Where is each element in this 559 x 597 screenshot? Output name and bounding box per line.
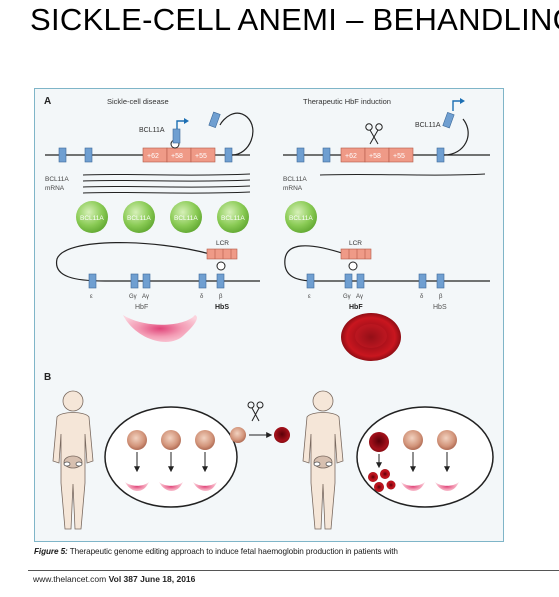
figure-caption-label: Figure 5:: [34, 547, 68, 556]
right-bcl11a-protein: BCL11A: [285, 201, 317, 233]
left-mrna-transcripts: [82, 173, 251, 194]
left-hbs-label: HbS: [215, 304, 229, 311]
scissors-icon: [247, 401, 264, 422]
slide-title: SICKLE-CELL ANEMI – BEHANDLING: [30, 2, 559, 37]
figure-caption-text: Therapeutic genome editing approach to i…: [67, 547, 398, 556]
source-footer: www.thelancet.com Vol 387 June 18, 2016: [33, 574, 195, 584]
left-mrna-label-2: mRNA: [45, 185, 65, 192]
right-globin-locus: LCR ε Gγ Aγ δ β HbF HbS: [284, 240, 490, 311]
right-mrna-label-1: BCL11A: [283, 176, 307, 183]
left-gene-label: BCL11A: [139, 127, 165, 134]
right-enhancer-62-label: +62: [345, 153, 357, 160]
left-lcr-label: LCR: [216, 240, 229, 247]
right-gene-label: BCL11A: [415, 122, 441, 129]
red-blood-cell-icon: [341, 313, 401, 361]
protein-label: BCL11A: [221, 215, 245, 222]
human-figure-icon: [302, 390, 344, 530]
right-hbf-label: HbF: [349, 304, 363, 311]
gene-g-gamma: Gγ: [129, 294, 137, 300]
left-bcl11a-locus: +62 +58 +55 BCL11A: [45, 111, 254, 163]
right-enhancer-58-label: +58: [369, 153, 381, 160]
gene-epsilon: ε: [90, 294, 93, 300]
left-globin-locus: LCR ε Gγ Aγ δ β HbF HbS: [56, 240, 260, 311]
footer-divider: [28, 570, 559, 571]
right-lcr-label: LCR: [349, 240, 362, 247]
footer-site: www.thelancet.com: [33, 574, 109, 584]
gene-beta: β: [219, 294, 223, 300]
sickle-cell-icon: [123, 315, 197, 342]
figure-illustration: A Sickle-cell disease Therapeutic HbF in…: [44, 96, 494, 530]
gene-delta: δ: [420, 294, 424, 300]
left-mrna-label-1: BCL11A: [45, 176, 69, 183]
left-panel-title: Sickle-cell disease: [107, 97, 169, 106]
right-bone-marrow-bubble: [356, 406, 494, 508]
left-bcl11a-proteins: BCL11A BCL11A BCL11A BCL11A: [76, 201, 249, 233]
human-figure-icon: [52, 390, 94, 530]
footer-volume: Vol 387 June 18, 2016: [108, 574, 196, 584]
gene-epsilon: ε: [308, 294, 311, 300]
gene-beta: β: [439, 294, 443, 300]
enhancer-62-label: +62: [147, 153, 159, 160]
gene-delta: δ: [200, 294, 204, 300]
right-hbs-label: HbS: [433, 304, 447, 311]
protein-label: BCL11A: [289, 215, 313, 222]
right-bcl11a-locus: +62 +58 +55 BCL11A: [283, 98, 490, 163]
promoter-arrow-icon: [176, 120, 185, 129]
protein-label: BCL11A: [174, 215, 198, 222]
panel-a-label: A: [44, 96, 51, 107]
gene-g-gamma: Gγ: [343, 294, 351, 300]
right-mrna-label-2: mRNA: [283, 185, 303, 192]
gene-a-gamma: Aγ: [142, 294, 149, 300]
scissors-icon: [365, 123, 383, 145]
protein-label: BCL11A: [127, 215, 151, 222]
gene-a-gamma: Aγ: [356, 294, 363, 300]
protein-label: BCL11A: [80, 215, 104, 222]
figure-panel: A Sickle-cell disease Therapeutic HbF in…: [34, 88, 504, 542]
left-bone-marrow-bubble: [104, 406, 238, 508]
editing-step: [230, 401, 290, 443]
right-enhancer-55-label: +55: [393, 153, 405, 160]
figure-caption: Figure 5: Therapeutic genome editing app…: [34, 547, 534, 556]
right-mrna-transcript: [319, 173, 486, 176]
right-panel-title: Therapeutic HbF induction: [303, 97, 391, 106]
enhancer-58-label: +58: [171, 153, 183, 160]
panel-b-label: B: [44, 372, 51, 383]
enhancer-55-label: +55: [195, 153, 207, 160]
left-hbf-label: HbF: [135, 304, 148, 311]
promoter-arrow-icon: [452, 100, 461, 111]
